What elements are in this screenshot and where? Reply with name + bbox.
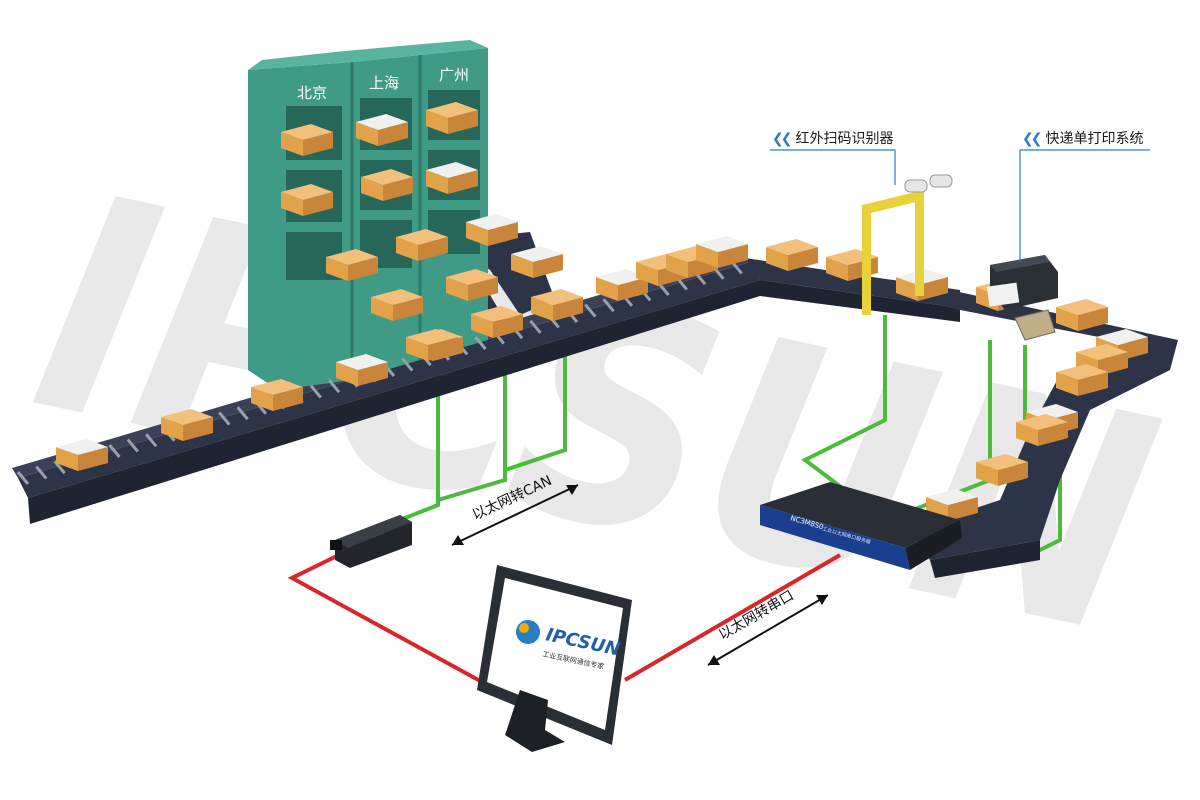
printer-callout-text: 快递单打印系统	[1045, 131, 1144, 147]
parcel-top	[976, 454, 1028, 470]
scanner-callout-text: 红外扫码识别器	[795, 131, 894, 147]
conveyor-roller	[16, 471, 30, 485]
parcel-top	[161, 409, 213, 425]
parcel-top	[56, 439, 108, 455]
parcel-top	[361, 169, 413, 185]
parcel-top	[926, 489, 978, 505]
parcels	[56, 102, 1148, 521]
conveyor-roller	[309, 384, 322, 399]
shelf-label-guangzhou: 广州	[439, 66, 469, 84]
conveyor-roller	[108, 444, 121, 458]
parcel-top	[281, 184, 333, 200]
parcel-top	[696, 236, 748, 252]
parcel-top	[766, 239, 818, 255]
parcel-top	[1096, 329, 1148, 345]
conveyor-roller	[53, 460, 66, 475]
label-printer	[986, 255, 1058, 341]
callout-lines	[770, 149, 1150, 262]
parcel-top	[426, 162, 478, 178]
parcel-top	[531, 289, 583, 305]
parcel-top	[446, 269, 498, 285]
parcel-top	[1076, 344, 1128, 360]
scanner-callout: ❮❮红外扫码识别器	[772, 128, 893, 148]
parcel-top	[596, 269, 648, 285]
double-chevron-left-icon: ❮❮	[1022, 131, 1043, 147]
shelf-label-shanghai: 上海	[369, 74, 399, 92]
conveyor-roller	[218, 411, 231, 426]
parcel-top	[281, 124, 333, 140]
conveyor-roller	[236, 406, 249, 421]
parcel-top	[511, 246, 563, 262]
conveyor-roller	[602, 298, 615, 313]
parcel-top	[371, 289, 423, 305]
conveyor-roller	[126, 438, 139, 453]
monitor: IPCSUN 工业互联网通信专家	[477, 565, 632, 752]
ethernet-can-converter	[330, 515, 412, 568]
parcel-top	[406, 329, 458, 345]
serial-wiring	[287, 550, 842, 702]
conveyor-roller	[474, 336, 487, 350]
parcel-top	[326, 249, 378, 265]
parcel-top	[426, 102, 478, 118]
double-chevron-left-icon: ❮❮	[772, 131, 793, 147]
parcel-top	[336, 354, 388, 370]
parcel-top	[466, 214, 518, 230]
ethernet-serial-server: NC3M8S0 工业以太网串口服务器	[760, 482, 962, 570]
infrared-scanner	[862, 174, 953, 315]
printer-callout: ❮❮快递单打印系统	[1022, 128, 1143, 148]
conveyor-roller	[529, 319, 542, 334]
parcel-top	[396, 229, 448, 245]
conveyor-roller	[401, 357, 414, 372]
parcel-top	[251, 379, 303, 395]
shelf-label-beijing: 北京	[297, 84, 327, 102]
conveyor-roller	[327, 379, 341, 394]
parcel-top	[1056, 299, 1108, 315]
parcel-top	[356, 114, 408, 130]
parcel-top	[1056, 364, 1108, 380]
conveyor-roller	[584, 303, 597, 318]
conveyor-roller	[144, 433, 158, 448]
parcel-top	[1016, 414, 1068, 430]
conveyor-roller	[35, 465, 48, 480]
parcel-top	[471, 306, 523, 322]
